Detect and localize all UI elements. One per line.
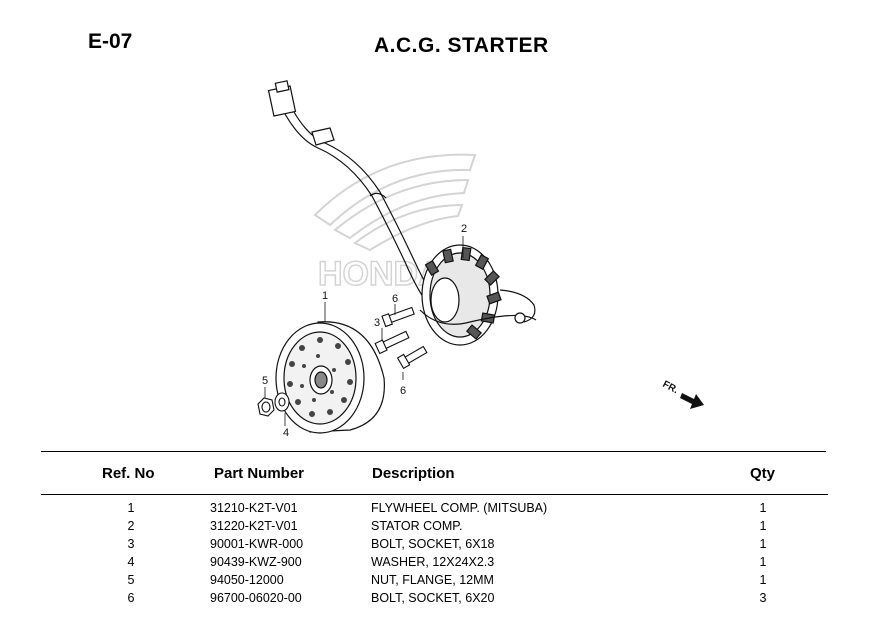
cell-description: NUT, FLANGE, 12MM <box>371 573 494 587</box>
header-description: Description <box>372 465 455 482</box>
cell-ref: 6 <box>127 591 135 605</box>
cell-ref: 1 <box>127 501 135 515</box>
cell-part-number: 94050-12000 <box>210 573 284 587</box>
table-row: 6 96700-06020-00 BOLT, SOCKET, 6X20 3 <box>0 591 877 609</box>
callout-4: 4 <box>283 427 289 439</box>
cell-ref: 2 <box>127 519 135 533</box>
header-ref-no: Ref. No <box>102 465 155 482</box>
fr-label: FR. <box>661 379 681 396</box>
diagram-code: E-07 <box>88 30 133 53</box>
cell-ref: 3 <box>127 537 135 551</box>
cell-part-number: 96700-06020-00 <box>210 591 302 605</box>
cell-qty: 1 <box>759 537 767 551</box>
washer <box>274 392 290 412</box>
cell-qty: 1 <box>759 555 767 569</box>
cell-qty: 1 <box>759 573 767 587</box>
cell-part-number: 90001-KWR-000 <box>210 537 304 551</box>
callout-6b: 6 <box>400 385 406 397</box>
cell-part-number: 90439-KWZ-900 <box>210 555 302 569</box>
cell-description: WASHER, 12X24X2.3 <box>371 555 495 569</box>
callout-1: 1 <box>322 290 328 302</box>
leader-lines <box>264 236 464 426</box>
callout-5: 5 <box>262 375 268 387</box>
cell-qty: 1 <box>759 519 767 533</box>
cell-description: BOLT, SOCKET, 6X20 <box>371 591 495 605</box>
table-header-rule <box>41 494 828 495</box>
table-row: 5 94050-12000 NUT, FLANGE, 12MM 1 <box>0 573 877 591</box>
callout-3: 3 <box>374 317 380 329</box>
cell-part-number: 31210-K2T-V01 <box>210 501 298 515</box>
socket-bolts <box>374 306 428 370</box>
table-row: 3 90001-KWR-000 BOLT, SOCKET, 6X18 1 <box>0 537 877 555</box>
cell-ref: 5 <box>127 573 135 587</box>
header-part-number: Part Number <box>214 465 305 482</box>
cell-description: BOLT, SOCKET, 6X18 <box>371 537 495 551</box>
cell-qty: 3 <box>759 591 767 605</box>
cell-description: FLYWHEEL COMP. (MITSUBA) <box>371 501 548 515</box>
header-qty: Qty <box>750 465 776 482</box>
table-row: 4 90439-KWZ-900 WASHER, 12X24X2.3 1 <box>0 555 877 573</box>
table-row: 1 31210-K2T-V01 FLYWHEEL COMP. (MITSUBA)… <box>0 501 877 519</box>
flange-nut <box>257 397 275 417</box>
cell-part-number: 31220-K2T-V01 <box>210 519 298 533</box>
wire-harness <box>267 80 434 301</box>
page-title: A.C.G. STARTER <box>374 34 549 57</box>
front-direction-indicator: FR. <box>661 379 704 409</box>
front-arrow-icon <box>680 393 704 409</box>
stator-comp <box>419 244 537 346</box>
callout-2: 2 <box>461 223 467 235</box>
cell-description: STATOR COMP. <box>371 519 463 533</box>
flywheel-comp <box>275 321 385 434</box>
table-top-rule <box>41 451 826 452</box>
cell-ref: 4 <box>127 555 135 569</box>
parts-diagram: HONDA <box>257 80 704 439</box>
cell-qty: 1 <box>759 501 767 515</box>
callout-6a: 6 <box>392 293 398 305</box>
table-row: 2 31220-K2T-V01 STATOR COMP. 1 <box>0 519 877 537</box>
